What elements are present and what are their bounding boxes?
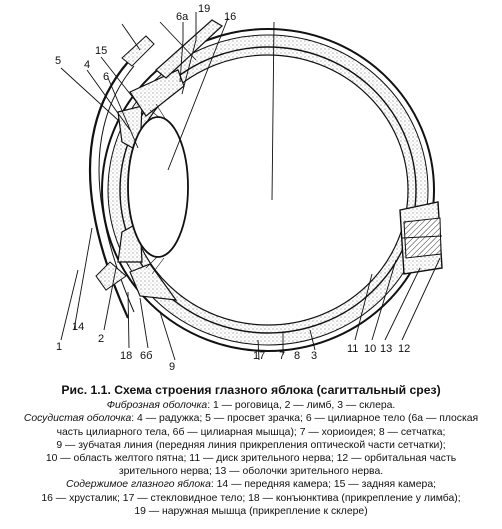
label-6b: 6б [140,350,152,362]
zonule-fibres [145,103,167,275]
optic-nerve-axis [401,235,443,239]
label-9: 9 [169,361,175,373]
label-5: 5 [55,55,61,67]
label-11: 11 [347,343,358,355]
label-7: 7 [279,350,285,362]
caption-contents-heading: Содержимое глазного яблока [66,479,211,491]
leader-lines [60,12,441,361]
caption-contents-text: : 14 — передняя камера; 15 — задняя каме… [210,479,436,491]
label-10: 10 [364,343,376,355]
optic-nerve [399,201,443,275]
caption-line-3: часть цилиарного тела, 6б — цилиарная мы… [56,426,446,438]
caption-vascular-text: : 4 — радужка; 5 — просвет зрачка; 6 — ц… [131,413,479,425]
label-18: 18 [120,350,132,362]
caption-line-fibrous: Фиброзная оболочка: 1 — роговица, 2 — ли… [0,399,502,412]
label-13: 13 [380,343,392,355]
label-16: 16 [224,11,236,23]
label-15: 15 [95,45,107,57]
label-12: 12 [398,343,410,355]
label-8: 8 [294,350,300,362]
eyeball [101,28,435,352]
optic-nerve-core [403,217,442,259]
conjunctiva-upper [121,35,155,67]
caption-line-6: зрительного нерва; 13 — оболочки зритель… [118,466,384,478]
caption-line-vascular: Сосудистая оболочка: 4 — радужка; 5 — пр… [0,412,502,425]
external-muscle-lower [95,261,127,291]
label-1: 1 [56,341,62,353]
caption-vascular-heading: Сосудистая оболочка [23,413,132,425]
label-6: 6 [103,71,109,83]
label-17: 17 [253,350,265,362]
label-6a: 6а [176,11,189,23]
caption-line-5: 10 — область желтого пятна; 11 — диск зр… [45,453,457,465]
external-muscle-upper [155,19,223,79]
label-19: 19 [198,3,210,15]
caption-fibrous-text: : 1 — роговица, 2 — лимб, 3 — склера. [207,400,396,412]
caption-line-8: 16 — хрусталик; 17 — стекловидное тело; … [41,492,461,504]
label-14: 14 [72,321,84,333]
caption-fibrous-heading: Фиброзная оболочка [106,400,208,412]
label-2: 2 [98,333,104,345]
ciliary-body-lower [129,263,178,301]
figure-caption: Рис. 1.1. Схема строения глазного яблока… [0,383,502,518]
numeric-labels: 1 2 3 4 5 6 6а 6б 7 8 9 10 11 12 13 14 1… [55,3,410,373]
caption-line-9: 19 — наружная мышца (прикрепление к скле… [134,505,368,517]
caption-line-4: 9 — зубчатая линия (передняя линия прикр… [56,439,446,451]
eye-diagram: 1 2 3 4 5 6 6а 6б 7 8 9 10 11 12 13 14 1… [55,3,443,373]
label-4: 4 [84,59,90,71]
label-3: 3 [311,350,317,362]
caption-line-contents: Содержимое глазного яблока: 14 — передня… [0,478,502,491]
lens [127,116,189,258]
caption-title: Рис. 1.1. Схема строения глазного яблока… [61,383,441,397]
